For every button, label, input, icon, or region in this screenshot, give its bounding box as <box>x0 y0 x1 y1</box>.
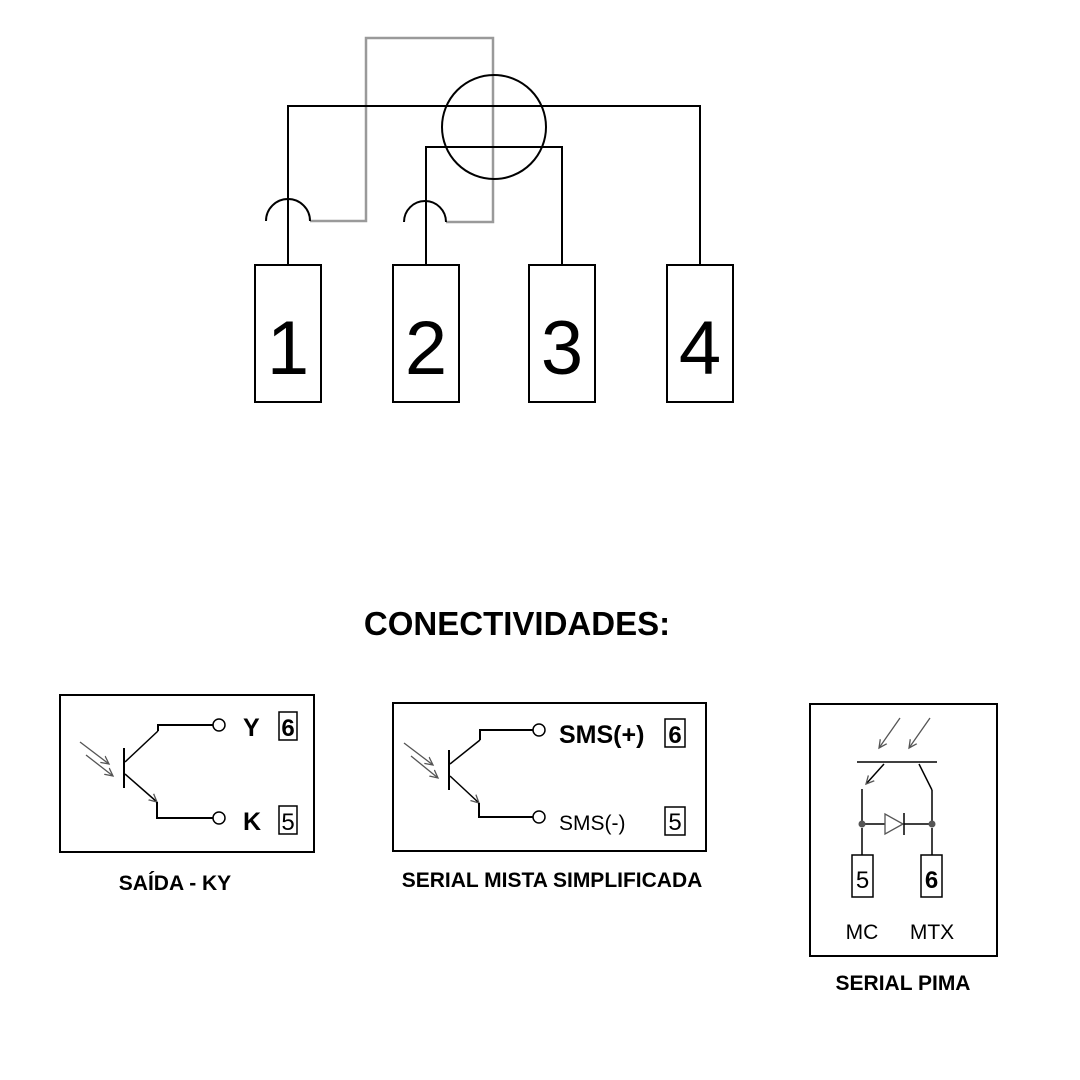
pima-frame <box>809 703 998 957</box>
terminal-4-label: 4 <box>679 306 721 391</box>
terminal-1-label: 1 <box>267 306 309 391</box>
section-heading: CONECTIVIDADES: <box>364 605 670 642</box>
ky-frame <box>59 694 315 853</box>
pima-label-mtx: MTX <box>910 921 954 944</box>
terminal-1: 1 <box>254 264 322 403</box>
crossover-hump-1 <box>265 198 311 222</box>
crossover-hump-2 <box>403 200 447 223</box>
terminal-3: 3 <box>528 264 596 403</box>
terminal-node <box>532 723 546 737</box>
terminal-node <box>532 810 546 824</box>
terminal-4: 4 <box>666 264 734 403</box>
emitter-arrow-icon <box>449 775 479 803</box>
ky-pin-k: 5 <box>281 809 294 836</box>
meter-wiring: 1 2 3 4 <box>254 36 734 403</box>
sms-frame <box>392 702 707 852</box>
light-arrow-icon <box>879 717 901 748</box>
sms-caption: SERIAL MISTA SIMPLIFICADA <box>402 869 703 892</box>
terminal-3-label: 3 <box>541 306 583 391</box>
ky-label-y: Y <box>243 714 260 742</box>
pima-caption: SERIAL PIMA <box>836 972 971 995</box>
light-arrow-icon <box>909 717 931 748</box>
pima-pin-left: 5 <box>856 867 869 894</box>
sms-pin-positive: 6 <box>668 722 681 749</box>
light-arrow-icon <box>79 741 109 764</box>
junction-dot <box>928 820 936 828</box>
wire-1-4 <box>287 105 701 265</box>
ky-pin-y: 6 <box>281 715 294 742</box>
terminal-2: 2 <box>392 264 460 403</box>
pima-label-mc: MC <box>846 921 879 944</box>
sms-pin-negative: 5 <box>668 809 681 836</box>
diode-icon <box>884 812 905 836</box>
sms-label-negative: SMS(-) <box>559 812 626 835</box>
junction-dot <box>858 820 866 828</box>
emitter-arrow-icon <box>866 763 885 784</box>
terminal-node <box>212 718 226 732</box>
sms-label-positive: SMS(+) <box>559 721 644 749</box>
wire-2-3 <box>425 146 563 265</box>
light-arrow-icon <box>85 754 113 776</box>
sms-diagram: SMS(+) 6 SMS(-) 5 <box>392 702 707 852</box>
ky-caption: SAÍDA - KY <box>119 872 231 895</box>
terminal-2-label: 2 <box>405 306 447 391</box>
light-arrow-icon <box>410 755 438 778</box>
emitter-arrow-icon <box>124 773 157 802</box>
ky-output-diagram: Y 6 K 5 <box>59 694 315 853</box>
terminal-node <box>212 811 226 825</box>
pima-pin-right: 6 <box>925 867 938 894</box>
grey-wire <box>310 36 495 224</box>
current-coil-circle <box>441 74 547 180</box>
ky-label-k: K <box>243 808 261 836</box>
pima-diagram: 5 6 MC MTX <box>809 703 998 957</box>
light-arrow-icon <box>403 742 433 765</box>
